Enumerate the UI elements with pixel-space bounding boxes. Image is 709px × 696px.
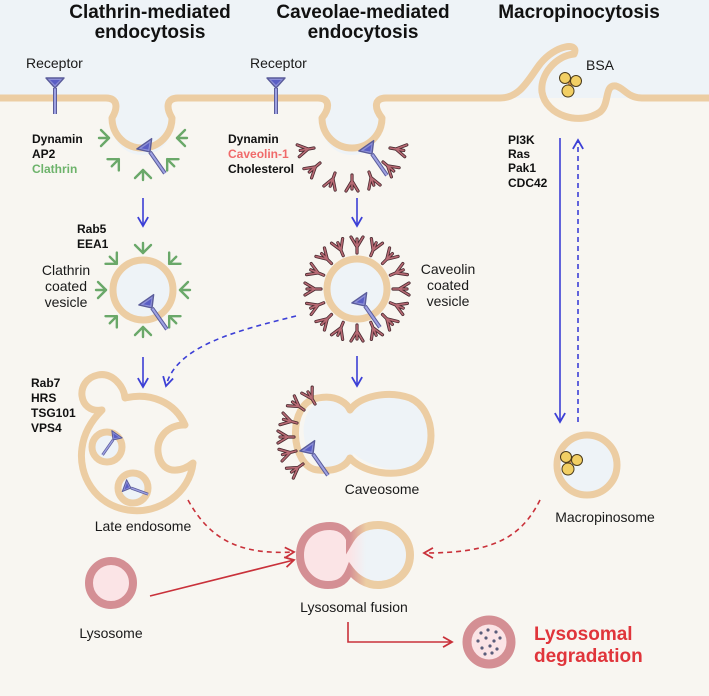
caveosome-label: Caveosome xyxy=(345,481,420,497)
molecule-caveolin-1: Caveolin-1 xyxy=(228,147,289,161)
caveolin-spike xyxy=(376,308,400,332)
caveolin-coated-vesicle xyxy=(303,235,411,343)
title-caveolae-line1: Caveolae-mediated xyxy=(276,2,449,23)
caveolin-spike xyxy=(305,295,328,317)
title-clathrin-line1: Clathrin-mediated xyxy=(69,2,231,23)
clathrin-coated-vesicle xyxy=(94,241,192,339)
caveolin-spike xyxy=(386,295,409,317)
caveolin-vesicle-label-3: vesicle xyxy=(427,293,470,309)
molecule-vps4: VPS4 xyxy=(31,421,62,435)
molecule-clathrin: Clathrin xyxy=(32,162,77,176)
lysosomal-fusion xyxy=(295,520,415,590)
late-endosome xyxy=(77,371,197,515)
macropinocytosis-molecules: PI3K Ras Pak1 CDC42 xyxy=(508,133,548,190)
arrow-fusion-to-degradation xyxy=(347,622,454,648)
lysosome xyxy=(85,557,137,609)
lysosomal-fusion-label: Lysosomal fusion xyxy=(300,599,408,615)
caveolin-spike xyxy=(349,323,365,343)
bsa-label: BSA xyxy=(586,57,615,73)
caveolin-spike xyxy=(314,246,338,270)
molecule-dynamin: Dynamin xyxy=(32,132,83,146)
molecule-dynamin: Dynamin xyxy=(228,132,279,146)
caveolin-spike xyxy=(391,281,411,297)
molecule-rab7: Rab7 xyxy=(31,376,61,390)
lysosome-label: Lysosome xyxy=(79,625,143,641)
clathrin-vesicle-label-1: Clathrin xyxy=(42,262,90,278)
title-caveolae-line2: endocytosis xyxy=(308,22,419,43)
caveosome xyxy=(276,385,435,483)
molecule-hrs: HRS xyxy=(31,391,56,405)
caveolin-spike xyxy=(376,246,400,270)
molecule-cholesterol: Cholesterol xyxy=(228,162,294,176)
molecule-ras: Ras xyxy=(508,147,530,161)
caveolin-spike xyxy=(329,237,351,260)
molecule-eea1: EEA1 xyxy=(77,237,109,251)
receptor-label-clathrin: Receptor xyxy=(26,55,83,71)
title-clathrin-line2: endocytosis xyxy=(95,22,206,43)
macropinosome-label: Macropinosome xyxy=(555,509,655,525)
plasma-membrane xyxy=(0,43,709,152)
extracellular-space xyxy=(0,0,709,98)
molecule-ap2: AP2 xyxy=(32,147,56,161)
degrading-lysosome xyxy=(462,615,516,669)
clathrin-entry-molecules: Dynamin AP2 Clathrin xyxy=(32,132,83,176)
caveolin-spike xyxy=(329,318,351,341)
caveolin-spike xyxy=(349,235,365,255)
molecule-rab5: Rab5 xyxy=(77,222,107,236)
caveolin-vesicle-label-2: coated xyxy=(427,277,469,293)
macropinosome xyxy=(553,431,621,499)
caveolin-spike xyxy=(386,261,409,283)
molecule-pak1: Pak1 xyxy=(508,161,536,175)
receptor-label-caveolae: Receptor xyxy=(250,55,307,71)
late-endosome-molecules: Rab7 HRS TSG101 VPS4 xyxy=(31,376,76,435)
caveolin-spike xyxy=(314,308,338,332)
caveolin-spike xyxy=(363,237,385,260)
arrow-late-endosome-to-fusion xyxy=(187,499,296,559)
molecule-pi3k: PI3K xyxy=(508,133,535,147)
caveolin-spike xyxy=(363,318,385,341)
clathrin-vesicle-label-2: coated xyxy=(45,278,87,294)
title-macropinocytosis: Macropinocytosis xyxy=(498,2,660,23)
caveolae-entry-molecules: Dynamin Caveolin-1 Cholesterol xyxy=(228,132,294,176)
molecule-cdc42: CDC42 xyxy=(508,176,548,190)
caveolin-spike xyxy=(305,261,328,283)
clathrin-vesicle-label-3: vesicle xyxy=(45,294,88,310)
lysosomal-degradation-label-2: degradation xyxy=(534,646,643,667)
lysosomal-degradation-label-1: Lysosomal xyxy=(534,624,633,645)
arrow-caveolin-vesicle-to-late-endosome xyxy=(162,315,297,388)
late-endosome-label: Late endosome xyxy=(95,518,192,534)
arrow-lysosome-to-fusion xyxy=(149,556,296,597)
arrow-macropinosome-to-fusion xyxy=(422,499,541,559)
bsa-cluster-icon xyxy=(560,451,583,476)
caveolin-vesicle-label-1: Caveolin xyxy=(421,261,475,277)
molecule-tsg101: TSG101 xyxy=(31,406,76,420)
caveolin-spike xyxy=(303,281,323,297)
bsa-cluster-icon xyxy=(559,72,582,98)
